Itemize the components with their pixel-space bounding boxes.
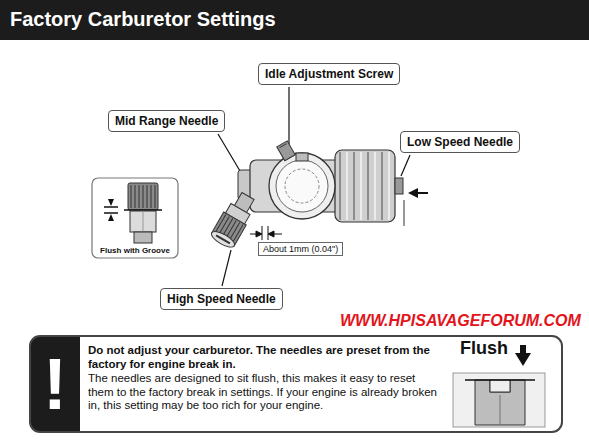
dimension-label: About 1mm (0.04") [258,242,343,256]
node-text: Flush [460,342,508,356]
node-text: Flush with Groove [100,246,170,255]
node-text: Mid Range Needle [115,114,218,128]
node-text: High Speed Needle [167,292,276,306]
inset-box: Flush with Groove [92,178,178,258]
leader-lines [218,87,410,286]
high-speed-needle [209,190,259,251]
node-body-text: The needles are designed to sit flush, t… [88,372,443,413]
carburetor-body [238,141,428,226]
inset-needle [92,178,178,258]
dimension-mark [250,226,282,240]
node-text: About 1mm (0.04") [263,244,338,254]
warning-icon: ! [30,336,80,432]
watermark: WWW.HPISAVAGEFORUM.COM [340,312,581,330]
node-text: Idle Adjustment Screw [265,67,393,81]
part-callout: Idle Adjustment Screw [258,63,400,85]
warning-box: Do not adjust your carburetor. The needl… [30,336,562,432]
part-callout: Mid Range Needle [108,110,225,132]
part-callout: High Speed Needle [160,288,283,310]
part-callout: Low Speed Needle [400,131,520,153]
header-bar [0,0,589,40]
warning-box-frame [30,336,562,432]
flush-heading: Flush [460,342,508,356]
page-title: Factory Carburetor Settings [10,8,276,31]
node-text: Low Speed Needle [407,135,513,149]
flush-figure [453,345,545,427]
node-text: Do not adjust your carburetor. The needl… [88,344,443,371]
